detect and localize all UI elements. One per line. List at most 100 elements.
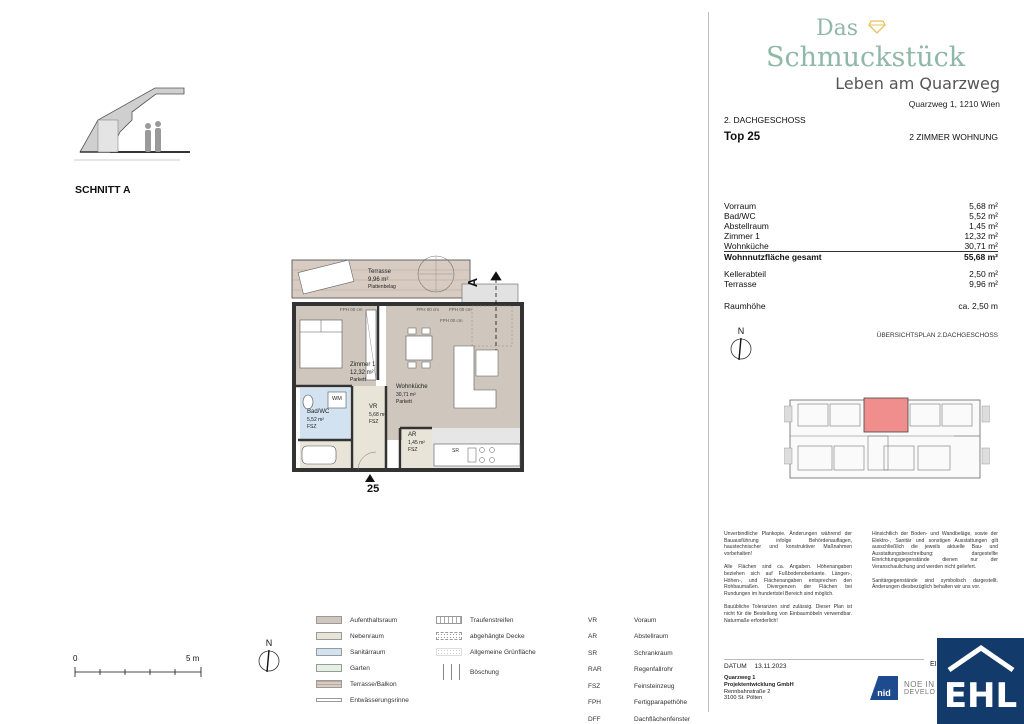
ehl-logo-text: EHL	[943, 676, 1018, 716]
scale-five: 5 m	[186, 654, 200, 663]
abbr-text-5: Fertigparapethöhe	[634, 699, 688, 707]
legend-label-1: Nebenraum	[350, 632, 384, 640]
washing-machine	[327, 391, 347, 409]
area-value-4: 30,71 m²	[964, 241, 998, 251]
developer-block: Quarzweg 1 Projektentwicklung GmbH Rennb…	[724, 675, 794, 702]
dining-table	[405, 335, 433, 361]
legend-swatch-5	[316, 698, 342, 702]
legend2-swatch-1	[436, 632, 462, 640]
abbr-key-3: RAR	[588, 666, 602, 674]
disclaimer-left-1: Unverbindliche Plankopie. Änderungen wäh…	[724, 531, 852, 557]
legend-patterns: Traufenstreifen abgehängte Decke Allgeme…	[436, 612, 536, 684]
extra-value-1: 9,96 m²	[969, 279, 998, 289]
room1-name: Zimmer 1	[350, 362, 376, 368]
area-name-0: Vorraum	[724, 201, 757, 211]
living-area: 30,71 m²	[396, 391, 416, 398]
room1-area: 12,32 m²	[350, 369, 374, 376]
legend2-label-0: Traufenstreifen	[470, 616, 514, 624]
terrace-floor: Plattenbelag	[368, 284, 396, 291]
datum: DATUM 13.11.2023	[724, 659, 924, 670]
north-indicator: N	[256, 638, 282, 679]
terrace-area: 9,96 m²	[368, 276, 389, 283]
height-name: Raumhöhe	[724, 301, 766, 311]
abbr-key-0: VR	[588, 616, 598, 624]
legend2-label-2: Allgemeine Grünfläche	[470, 648, 536, 656]
abbr-key-5: FPH	[588, 699, 601, 707]
developer-city: 3100 St. Pölten	[724, 695, 763, 702]
legend2-label-3: Böschung	[470, 668, 499, 676]
entrance-marker	[365, 474, 375, 482]
disclaimer-left-3: Bauübliche Toleranzen sind zulässig. Die…	[724, 604, 852, 624]
brand-line1: Das	[816, 16, 859, 41]
abbr-text-4: Feinsteinzeug	[634, 682, 675, 690]
section-line	[490, 271, 502, 350]
living-floor: Parkett	[396, 399, 412, 406]
developer-street: Rennbahnstraße 2	[724, 688, 771, 695]
north-arrow-icon	[730, 337, 752, 361]
abbr-text-2: Schrankraum	[634, 649, 673, 657]
abbr-key-2: SR	[588, 649, 598, 657]
legend-colors: Aufenthaltsraum Nebenraum Sanitärraum Ga…	[316, 612, 409, 708]
overview-label: ÜBERSICHTSPLAN 2.DACHGESCHOSS	[876, 332, 998, 339]
ar-area: 1,45 m²	[408, 439, 425, 446]
area-name-1: Bad/WC	[724, 211, 756, 221]
diamond-icon	[868, 20, 886, 34]
area-name-3: Zimmer 1	[724, 231, 760, 241]
noe-line1: NOE IN	[904, 680, 935, 689]
living-name: Wohnküche	[396, 384, 428, 390]
legend2-swatch-3	[436, 664, 462, 680]
brand-address: Quarzweg 1, 1210 Wien	[908, 99, 1000, 109]
brand-tagline: Leben am Quarzweg	[835, 74, 1000, 93]
people-figures	[145, 121, 161, 152]
living-floor	[386, 306, 520, 440]
overview-plan	[784, 397, 990, 479]
abbr-text-0: Voraum	[634, 616, 657, 624]
unit-top: Top 25	[724, 131, 761, 143]
developer-company: Projektentwicklung GmbH	[724, 681, 794, 688]
brand-line2: Schmuckstück	[766, 42, 966, 73]
total-name: Wohnnutzfläche gesamt	[724, 252, 822, 262]
legend2-swatch-0	[436, 616, 462, 624]
scale-bar	[74, 667, 202, 677]
north-icon	[258, 649, 280, 673]
unit-type: 2 ZIMMER WOHNUNG	[909, 132, 998, 142]
toilet	[302, 394, 314, 410]
fph-label-1: FPH 00 cm	[340, 307, 363, 312]
noe-line2: DEVELO	[904, 689, 936, 696]
ar-floor: FSZ	[408, 447, 418, 454]
disclaimer-left-2: Alle Flächen sind ca. Angaben. Höhenanga…	[724, 564, 852, 597]
legend-swatch-1	[316, 632, 342, 640]
extra-value-0: 2,50 m²	[969, 269, 998, 279]
area-value-2: 1,45 m²	[969, 221, 998, 231]
legend-label-0: Aufenthaltsraum	[350, 616, 398, 624]
ar-floor	[402, 428, 432, 468]
abbr-text-1: Abstellraum	[634, 633, 669, 641]
legend2-label-1: abgehängte Decke	[470, 632, 525, 640]
overview-north-letter: N	[737, 326, 745, 336]
section-marker-label: A	[465, 277, 481, 288]
overview-north: N	[728, 326, 754, 367]
north-letter: N	[265, 638, 273, 648]
abbr-key-1: AR	[588, 633, 598, 641]
vr-name: VR	[369, 404, 378, 410]
area-name-2: Abstellraum	[724, 221, 769, 231]
extra-name-1: Terrasse	[724, 279, 757, 289]
vr-area: 5,68 m²	[369, 411, 386, 418]
area-value-3: 12,32 m²	[964, 231, 998, 241]
vr-floor: FSZ	[369, 419, 379, 426]
abbr-key-6: DFF	[588, 715, 601, 723]
fph-label-2: FPH 00 cm	[416, 307, 440, 312]
nid-logo-text: nid	[877, 688, 891, 698]
ehl-logo: EHL	[937, 638, 1024, 724]
legend2-swatch-2	[436, 648, 462, 656]
area-name-4: Wohnküche	[724, 241, 769, 251]
bathtub	[301, 445, 337, 465]
extra-name-0: Kellerabteil	[724, 269, 767, 279]
room1-floor: Parkett	[350, 377, 366, 384]
ar-name: AR	[408, 432, 417, 438]
disclaimer-left: Unverbindliche Plankopie. Änderungen wäh…	[724, 531, 852, 624]
brand-block: Das Schmuckstück Leben am Quarzweg Quarz…	[760, 16, 1000, 109]
fph-label-4: FPH 00 cm	[440, 318, 463, 323]
fph-label-3: FPH 00 cm	[449, 307, 472, 312]
